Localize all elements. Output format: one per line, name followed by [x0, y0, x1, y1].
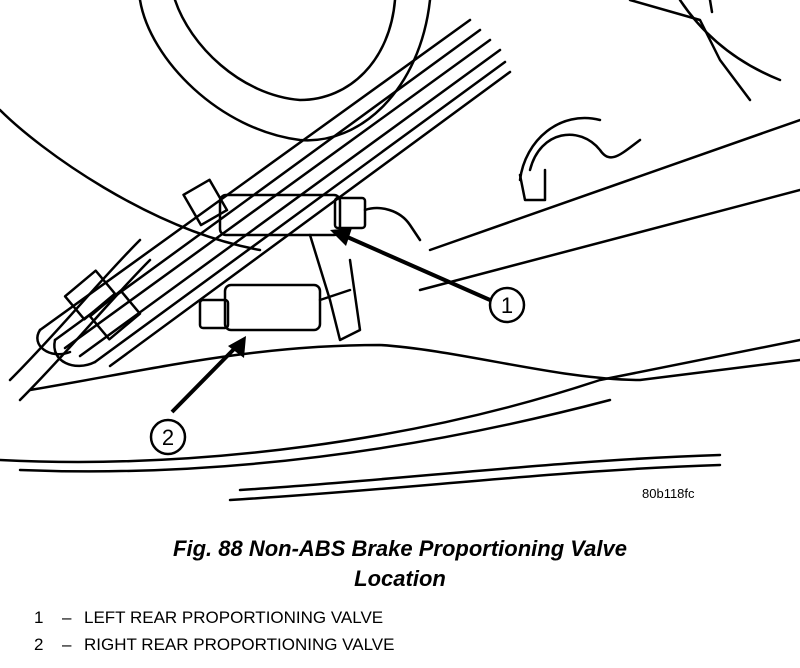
mounting-bracket: [308, 233, 362, 342]
callout-arrow-1: [330, 228, 491, 302]
fitting-left-a: [182, 178, 229, 227]
tank-outline: [138, 0, 432, 142]
callout-2-number: 2: [162, 425, 174, 450]
legend-label: RIGHT REAR PROPORTIONING VALVE: [84, 635, 395, 654]
callout-legend: 1–LEFT REAR PROPORTIONING VALVE 2–RIGHT …: [34, 604, 394, 658]
right-frame: [628, 0, 752, 102]
brake-valve-illustration: 1 2: [0, 0, 800, 502]
legend-item-2: 2–RIGHT REAR PROPORTIONING VALVE: [34, 631, 394, 658]
brake-lines-bundle: [38, 18, 472, 332]
caption-line-1: Fig. 88 Non-ABS Brake Proportioning Valv…: [173, 536, 627, 561]
valve-left-rear: [218, 193, 342, 237]
figure-caption: Fig. 88 Non-ABS Brake Proportioning Valv…: [0, 534, 800, 594]
caption-line-2: Location: [354, 566, 446, 591]
valve-right-rear: [223, 283, 322, 332]
brake-tube: [528, 133, 642, 172]
callout-1: 1: [488, 286, 526, 324]
callout-1-number: 1: [501, 293, 513, 318]
callout-arrow-2: [170, 336, 246, 414]
figure-reference-code: 80b118fc: [642, 486, 695, 501]
body-panel: [28, 343, 800, 392]
legend-number: 1: [34, 608, 44, 627]
tank-inner: [173, 0, 397, 102]
legend-number: 2: [34, 635, 44, 654]
legend-dash: –: [62, 635, 72, 654]
legend-dash: –: [62, 608, 72, 627]
frame-rail: [428, 118, 800, 252]
legend-label: LEFT REAR PROPORTIONING VALVE: [84, 608, 384, 627]
legend-item-1: 1–LEFT REAR PROPORTIONING VALVE: [34, 604, 394, 631]
callout-2: 2: [149, 418, 187, 456]
tank-rim: [0, 108, 262, 252]
